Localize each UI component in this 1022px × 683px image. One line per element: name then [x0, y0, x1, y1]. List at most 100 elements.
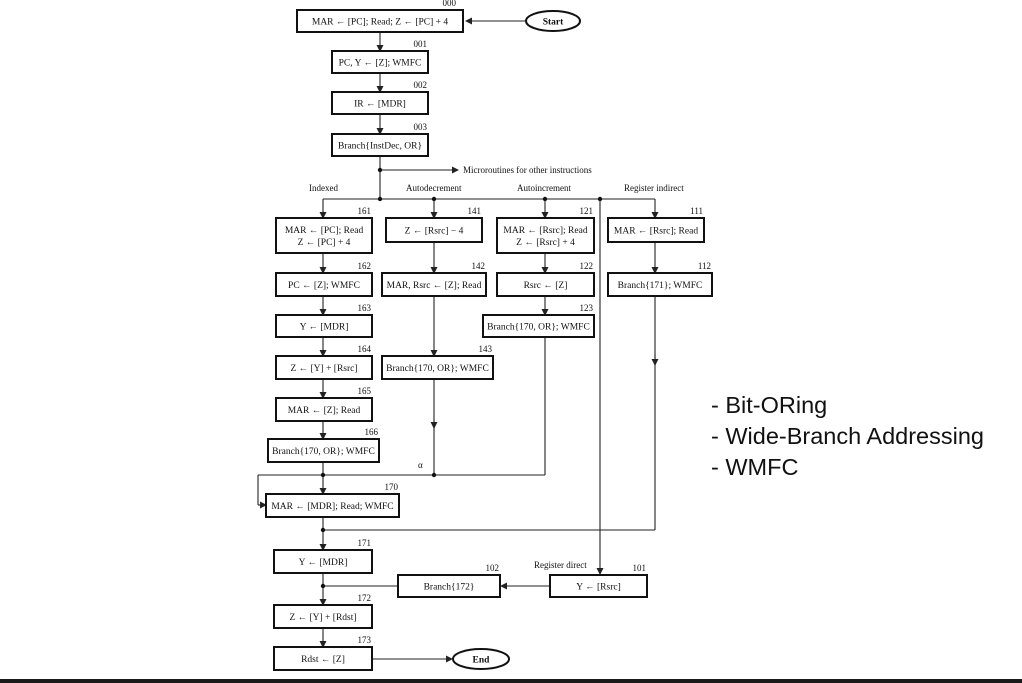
box-143-line: Branch{170, OR}; WMFC: [386, 364, 489, 374]
box-172-address: 172: [358, 593, 372, 603]
box-162-line: PC ← [Z]; WMFC: [288, 281, 360, 291]
box-165: MAR ← [Z]; Read 165: [275, 386, 373, 422]
box-164-address: 164: [358, 344, 372, 354]
note-wmfc: - WMFC: [711, 454, 799, 480]
register-indirect-label: Register indirect: [624, 183, 684, 193]
box-003-address: 003: [414, 122, 428, 132]
autoincrement-label: Autoincrement: [517, 183, 571, 193]
box-171-address: 171: [358, 538, 372, 548]
box-143: Branch{170, OR}; WMFC 143: [381, 344, 494, 380]
box-121-line: MAR ← [Rsrc]; Read: [503, 226, 587, 236]
box-161-address: 161: [358, 206, 372, 216]
box-164: Z ← [Y] + [Rsrc]164: [275, 344, 373, 380]
box-102-address: 102: [486, 563, 500, 573]
box-170: MAR ← [MDR]; Read; WMFC 170: [265, 482, 400, 518]
box-101-address: 101: [633, 563, 647, 573]
box-102: Branch{172} 102: [397, 563, 501, 598]
box-111-line: MAR ← [Rsrc]; Read: [614, 227, 698, 237]
box-170-line: MAR ← [MDR]; Read; WMFC: [271, 502, 393, 512]
box-000-address: 000: [443, 0, 457, 8]
register-direct-label: Register direct: [534, 560, 587, 570]
notes-list: - Bit-ORing - Wide-Branch Addressing - W…: [711, 390, 984, 483]
box-101: Y ← [Rsrc] 101: [549, 563, 648, 598]
box-171-line: Y ← [MDR]: [299, 558, 348, 568]
box-162: PC ← [Z]; WMFC 162: [275, 261, 373, 297]
box-122: Rsrc ← [Z] 122: [496, 261, 595, 297]
junction-dot: [320, 583, 326, 589]
box-142-address: 142: [472, 261, 486, 271]
start-terminal: Start: [525, 10, 581, 32]
note-wide-branch-addressing: - Wide-Branch Addressing: [711, 423, 984, 449]
box-112: Branch{171}; WMFC 112: [607, 261, 713, 297]
box-002-address: 002: [414, 80, 428, 90]
box-141-address: 141: [468, 206, 482, 216]
box-173: Rdst ← [Z] 173: [273, 635, 373, 671]
box-101-line: Y ← [Rsrc]: [576, 583, 621, 593]
box-121: MAR ← [Rsrc]; Read Z ← [Rsrc] + 4 121: [496, 206, 595, 254]
box-161-line: Z ← [PC] + 4: [298, 238, 351, 248]
junction-dot: [320, 527, 326, 533]
bottom-bar: [0, 679, 1022, 683]
junction-dot: [431, 196, 437, 202]
box-170-address: 170: [385, 482, 399, 492]
box-112-address: 112: [698, 261, 711, 271]
box-161: MAR ← [PC]; Read Z ← [PC] + 4 161: [275, 206, 373, 254]
box-172: Z ← [Y] + [Rdst]172: [273, 593, 373, 629]
box-163-line: Y ← [MDR]: [300, 323, 349, 333]
box-001-address: 001: [414, 39, 428, 49]
box-002: IR ← [MDR] 002: [331, 80, 429, 115]
junction-dot: [377, 167, 383, 173]
box-112-line: Branch{171}; WMFC: [618, 281, 703, 291]
box-163: Y ← [MDR] 163: [275, 303, 373, 338]
box-001-line: PC, Y ← [Z]; WMFC: [339, 59, 422, 69]
box-121-address: 121: [580, 206, 594, 216]
box-123: Branch{170, OR}; WMFC 123: [482, 303, 595, 338]
box-102-line: Branch{172}: [424, 583, 475, 593]
box-141: Z ← [Rsrc] − 4 141: [385, 206, 483, 243]
box-121-line: Z ← [Rsrc] + 4: [516, 238, 575, 248]
box-142: MAR, Rsrc ← [Z]; Read 142: [381, 261, 487, 297]
box-166-line: Branch{170, OR}; WMFC: [272, 447, 375, 457]
junction-dot: [542, 196, 548, 202]
junction-dot: [320, 472, 326, 478]
box-123-address: 123: [580, 303, 594, 313]
box-003-line: Branch{InstDec, OR}: [338, 142, 422, 152]
box-164-line: Z ← [Y] + [Rsrc]: [290, 364, 357, 374]
indexed-label: Indexed: [309, 183, 338, 193]
box-173-address: 173: [358, 635, 372, 645]
box-171: Y ← [MDR] 171: [273, 538, 373, 574]
box-143-address: 143: [479, 344, 493, 354]
junction-dot: [431, 472, 437, 478]
alpha-label: α: [418, 460, 423, 470]
autodecrement-label: Autodecrement: [406, 183, 462, 193]
junction-dots: [320, 167, 603, 589]
junction-dot: [597, 196, 603, 202]
box-003: Branch{InstDec, OR} 003: [331, 122, 429, 157]
box-111-address: 111: [690, 206, 703, 216]
box-142-line: MAR, Rsrc ← [Z]; Read: [387, 281, 482, 291]
end-terminal: End: [452, 648, 510, 670]
box-166: Branch{170, OR}; WMFC 166: [267, 427, 380, 463]
junction-dot: [377, 196, 383, 202]
start-label: Start: [543, 18, 564, 28]
box-001: PC, Y ← [Z]; WMFC 001: [331, 39, 429, 74]
box-141-line: Z ← [Rsrc] − 4: [405, 227, 464, 237]
box-122-address: 122: [580, 261, 594, 271]
box-123-line: Branch{170, OR}; WMFC: [487, 323, 590, 333]
box-165-address: 165: [358, 386, 372, 396]
box-165-line: MAR ← [Z]; Read: [288, 406, 361, 416]
box-173-line: Rdst ← [Z]: [301, 655, 345, 665]
note-bit-oring: - Bit-ORing: [711, 392, 828, 418]
other-instructions-label: Microroutines for other instructions: [463, 165, 592, 175]
box-172-line: Z ← [Y] + [Rdst]: [289, 613, 356, 623]
box-122-line: Rsrc ← [Z]: [524, 281, 568, 291]
box-161-line: MAR ← [PC]; Read: [285, 226, 364, 236]
box-002-line: IR ← [MDR]: [354, 100, 406, 110]
box-111: MAR ← [Rsrc]; Read 111: [607, 206, 705, 243]
box-166-address: 166: [365, 427, 379, 437]
box-163-address: 163: [358, 303, 372, 313]
box-162-address: 162: [358, 261, 372, 271]
